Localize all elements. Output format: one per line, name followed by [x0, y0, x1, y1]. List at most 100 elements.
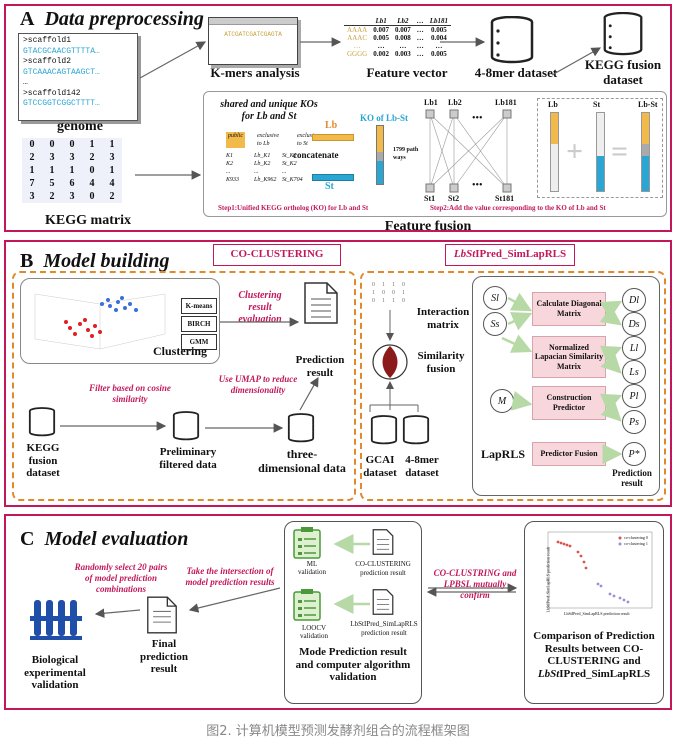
- laprls-label: LapRLS: [480, 447, 526, 461]
- prediction-result-label: Prediction result: [295, 354, 345, 379]
- feature-vector-cell: AAAA: [347, 26, 368, 34]
- mer-dataset-icon: [489, 15, 535, 69]
- similarity-fusion-icon: [372, 342, 408, 387]
- svg-text:0: 0: [372, 282, 375, 288]
- pathways-label: 1799 path ways: [393, 147, 419, 161]
- right-lb-label: Lb: [548, 100, 558, 109]
- node-ls: Ls: [622, 360, 646, 384]
- ko-cell: Lb_K962: [254, 177, 277, 183]
- kegg-matrix-cell: 2: [49, 191, 55, 202]
- feature-vector-cell: …: [377, 42, 385, 50]
- step2-label: Step2:Add the value corresponding to the…: [430, 204, 606, 212]
- svg-text:0: 0: [402, 298, 405, 304]
- right-st-label: St: [593, 100, 601, 109]
- similarity-fusion-label: Similarity fusion: [417, 350, 465, 375]
- genome-line: >scaffold142: [23, 88, 81, 98]
- plus-icon: +: [566, 135, 584, 168]
- lbst-doc-icon: [372, 588, 394, 621]
- confirm-note: CO-CLUSTRING and LPBSL mutually confirm: [433, 568, 517, 600]
- lb-node-2: Lb2: [448, 98, 462, 107]
- random-note: Randomly select 20 pairs of model predic…: [74, 562, 168, 594]
- kegg-matrix-cell: 1: [109, 165, 115, 176]
- lbst-tag: LbStIPred_SimLapRLS: [445, 244, 575, 266]
- feature-fusion-label: Feature fusion: [384, 219, 472, 234]
- umap-note: Use UMAP to reduce dimensionality: [218, 374, 298, 395]
- feature-vector-cell: 0.002: [373, 50, 389, 58]
- panel-b: [4, 240, 672, 507]
- kmers-label: K-mers analysis: [210, 65, 300, 80]
- final-doc-icon: [146, 594, 178, 641]
- feature-vector-cell: AAAC: [347, 34, 368, 42]
- co-clust-result-label: CO-CLUSTERING prediction result: [355, 560, 411, 577]
- clustering-panel: [20, 278, 220, 364]
- kegg-matrix-label: KEGG matrix: [45, 213, 131, 228]
- node-sl: Sl: [483, 286, 507, 310]
- st-node-2: St2: [448, 194, 460, 203]
- three-dim-label: three-dimensional data: [258, 447, 346, 475]
- ko-cell: K933: [226, 177, 240, 183]
- genome-line: GTCAAACAGTAAGCT…: [23, 67, 100, 77]
- ko-lbst-bar: [376, 125, 384, 185]
- feature-vector-cell: 0.005: [373, 34, 389, 42]
- genome-label: genome: [57, 119, 103, 134]
- co-clustering-tag: CO-CLUSTERING: [213, 244, 341, 266]
- node-pl: Pl: [622, 384, 646, 408]
- kegg-matrix-cell: 1: [109, 139, 115, 150]
- genome-line: >scaffold1: [23, 36, 72, 45]
- ellipsis-bottom: •••: [472, 180, 483, 191]
- figure-caption: 图2. 计算机模型预测发酵剂组合的流程框架图: [206, 724, 470, 739]
- comparison-box: [524, 521, 664, 704]
- feature-vector-cell: 0.005: [431, 26, 447, 34]
- svg-text:1: 1: [382, 298, 385, 304]
- node-dl: Dl: [622, 288, 646, 312]
- kegg-matrix-cell: 3: [109, 152, 115, 163]
- kegg-matrix-cell: 0: [49, 139, 55, 150]
- test-tube-icon: [28, 598, 84, 649]
- svg-text:0: 0: [392, 290, 395, 296]
- genome-line: GTACGCAACGTTTTA…: [23, 46, 100, 56]
- svg-text:1: 1: [402, 290, 405, 296]
- ko-cell: St_K704: [282, 177, 303, 183]
- preliminary-label: Preliminary filtered data: [159, 446, 217, 471]
- ko-cell: Lb_K2: [254, 161, 271, 167]
- kegg-matrix-cell: 1: [29, 165, 35, 176]
- lb-node-1: Lb1: [424, 98, 438, 107]
- kegg-fusion-db-icon: [28, 406, 56, 443]
- svg-text:0: 0: [372, 298, 375, 304]
- kegg-matrix-cell: 1: [69, 165, 75, 176]
- feature-vector-cell: 0.003: [394, 50, 411, 58]
- feature-vector-cell: 0.008: [394, 34, 411, 42]
- panel-c: [4, 514, 672, 710]
- kegg-matrix-cell: 4: [89, 178, 95, 189]
- co-clust-doc-icon: [372, 528, 394, 561]
- node-ll: Ll: [622, 336, 646, 360]
- lbst-box: [360, 271, 666, 501]
- mode-prediction-box: [284, 521, 422, 704]
- st-bar: [312, 174, 354, 181]
- prediction-result-small: Prediction result: [612, 468, 652, 489]
- kegg-matrix-cell: 2: [89, 152, 95, 163]
- node-m: M: [490, 389, 514, 413]
- mer-label: 4-8mer dataset: [405, 454, 439, 479]
- ko-cell: K2: [226, 161, 234, 167]
- ko-col-lb: exclusive to Lb: [257, 133, 279, 147]
- laprls-arrows: [501, 292, 623, 464]
- feature-vector-cell: …: [435, 42, 443, 50]
- mer-dataset-label: 4-8mer dataset: [474, 65, 558, 80]
- interaction-matrix-label: Interaction matrix: [416, 306, 470, 331]
- feature-vector-cell: GGGG: [347, 50, 368, 58]
- step-fusion: Predictor Fusion: [532, 442, 606, 466]
- kegg-matrix-cell: 0: [89, 165, 95, 176]
- genome-line: …: [23, 78, 28, 87]
- kegg-matrix-cell: 5: [49, 178, 55, 189]
- kegg-matrix-cell: 7: [29, 178, 35, 189]
- kegg-matrix-cell: 3: [49, 152, 55, 163]
- panel-b-left-arrows: [60, 317, 319, 433]
- svg-text:1: 1: [392, 282, 395, 288]
- feature-vector-cell: …: [416, 42, 424, 50]
- mode-prediction-label: Mode Prediction result and computer algo…: [295, 646, 411, 684]
